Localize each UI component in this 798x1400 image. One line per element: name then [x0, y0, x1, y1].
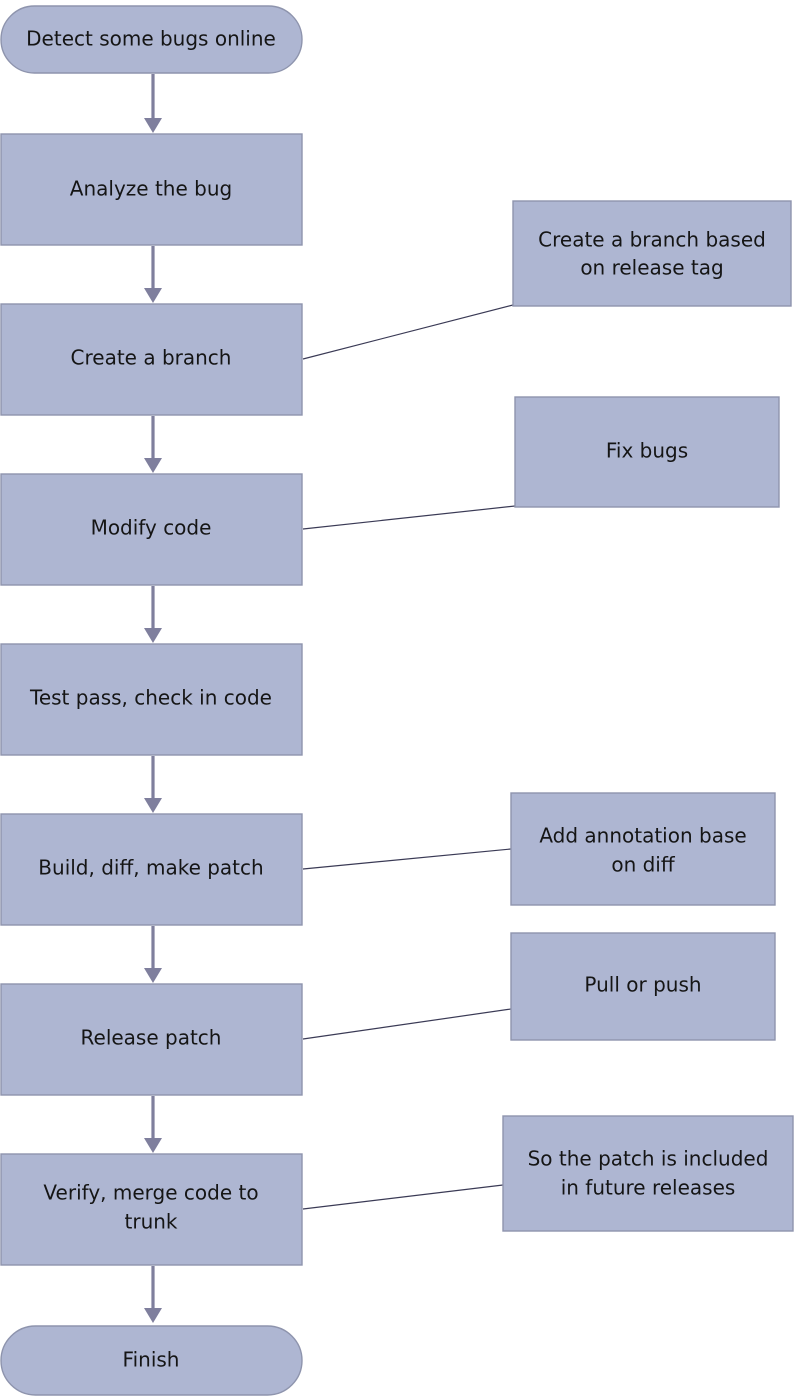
connector-release-to-callout: [302, 1008, 512, 1040]
edge-start-to-analyze: [144, 74, 162, 133]
node-start-label: Detect some bugs online: [26, 27, 276, 51]
edge-verifymerge-to-finish: [144, 1266, 162, 1323]
node-testcheckin-label: Test pass, check in code: [29, 686, 272, 710]
callout-fix-bugs-line1: Fix bugs: [606, 439, 688, 463]
node-release-label: Release patch: [81, 1026, 222, 1050]
callout-pull-push[interactable]: Pull or push: [510, 932, 776, 1041]
callout-branch-tag-line2: on release tag: [580, 256, 723, 280]
node-finish[interactable]: Finish: [0, 1325, 303, 1396]
node-modify-label: Modify code: [91, 516, 212, 540]
connector-branch-to-callout: [302, 304, 514, 360]
node-release-shape: [0, 983, 303, 1096]
node-buildpatch-label: Build, diff, make patch: [38, 856, 263, 880]
node-verifymerge[interactable]: Verify, merge code to trunk: [0, 1153, 303, 1266]
callout-future-rel-line2: in future releases: [561, 1176, 736, 1200]
node-modify-shape: [0, 473, 303, 586]
callout-annotation-line1: Add annotation base: [539, 824, 746, 848]
node-testcheckin[interactable]: Test pass, check in code: [0, 643, 303, 756]
edge-buildpatch-to-release: [144, 926, 162, 983]
connector-modify-to-callout: [302, 505, 516, 530]
callout-annotation-line2: on diff: [611, 853, 676, 877]
callout-pull-push-shape: [510, 932, 776, 1041]
connector-buildpatch-to-callout: [302, 848, 512, 870]
node-modify[interactable]: Modify code: [0, 473, 303, 586]
node-release[interactable]: Release patch: [0, 983, 303, 1096]
edge-testcheckin-to-buildpatch: [144, 756, 162, 813]
node-finish-shape: [0, 1325, 303, 1396]
node-buildpatch[interactable]: Build, diff, make patch: [0, 813, 303, 926]
callout-branch-tag-line1: Create a branch based: [538, 228, 766, 252]
edge-modify-to-testcheckin: [144, 586, 162, 643]
callout-pull-push-line1: Pull or push: [584, 973, 701, 997]
callout-fix-bugs-shape: [514, 396, 780, 508]
node-branch-label: Create a branch: [71, 346, 232, 370]
node-finish-label: Finish: [123, 1348, 180, 1372]
node-branch[interactable]: Create a branch: [0, 303, 303, 416]
node-branch-shape: [0, 303, 303, 416]
node-verifymerge-label-line1: Verify, merge code to: [43, 1181, 258, 1205]
edge-branch-to-modify: [144, 416, 162, 473]
callout-future-rel-line1: So the patch is included: [528, 1147, 769, 1171]
callout-branch-tag[interactable]: Create a branch based on release tag: [512, 200, 792, 307]
callout-annotation-shape: [510, 792, 776, 906]
node-analyze-label: Analyze the bug: [70, 177, 232, 201]
connector-verifymerge-to-callout: [302, 1184, 504, 1210]
node-start[interactable]: Detect some bugs online: [0, 5, 303, 74]
node-analyze[interactable]: Analyze the bug: [0, 133, 303, 246]
callout-branch-tag-shape: [512, 200, 792, 307]
callout-future-rel[interactable]: So the patch is included in future relea…: [502, 1115, 794, 1232]
callout-annotation[interactable]: Add annotation base on diff: [510, 792, 776, 906]
node-analyze-shape: [0, 133, 303, 246]
callout-future-rel-shape: [502, 1115, 794, 1232]
node-verifymerge-shape: [0, 1153, 303, 1266]
edge-analyze-to-branch: [144, 246, 162, 303]
node-buildpatch-shape: [0, 813, 303, 926]
node-start-shape: [0, 5, 303, 74]
node-verifymerge-label-line2: trunk: [125, 1210, 178, 1234]
edge-release-to-verifymerge: [144, 1096, 162, 1153]
node-testcheckin-shape: [0, 643, 303, 756]
callout-fix-bugs[interactable]: Fix bugs: [514, 396, 780, 508]
